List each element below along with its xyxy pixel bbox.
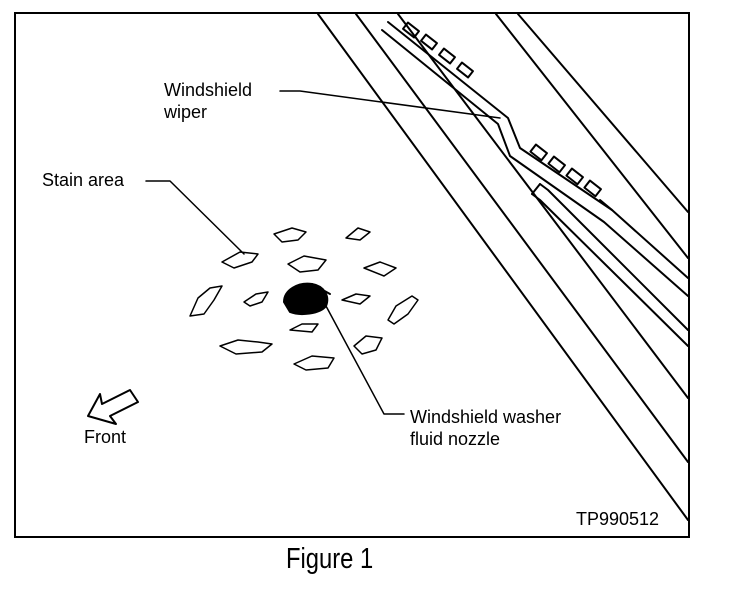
front-arrow-icon: [87, 389, 139, 425]
stain-area: [189, 227, 419, 371]
front-label: Front: [84, 427, 127, 447]
windshield-edge-lines: [317, 13, 689, 521]
figure-code: TP990512: [576, 509, 660, 529]
wiper-label-line1: Windshield: [164, 80, 253, 100]
figure-frame: [14, 12, 690, 538]
windshield-wiper: [381, 21, 689, 347]
wiper-label-line2: wiper: [164, 102, 208, 122]
nozzle-leader-line: [325, 305, 405, 415]
washer-fluid-nozzle: [283, 282, 331, 315]
leader-lines: [145, 90, 501, 415]
figure-caption: Figure 1: [286, 543, 374, 575]
stain-area-label: Stain area: [42, 170, 125, 190]
nozzle-label-line2: fluid nozzle: [410, 429, 501, 449]
wiper-leader-line: [279, 90, 501, 119]
nozzle-label-line1: Windshield washer: [410, 407, 562, 427]
stain-leader-line: [145, 180, 245, 255]
